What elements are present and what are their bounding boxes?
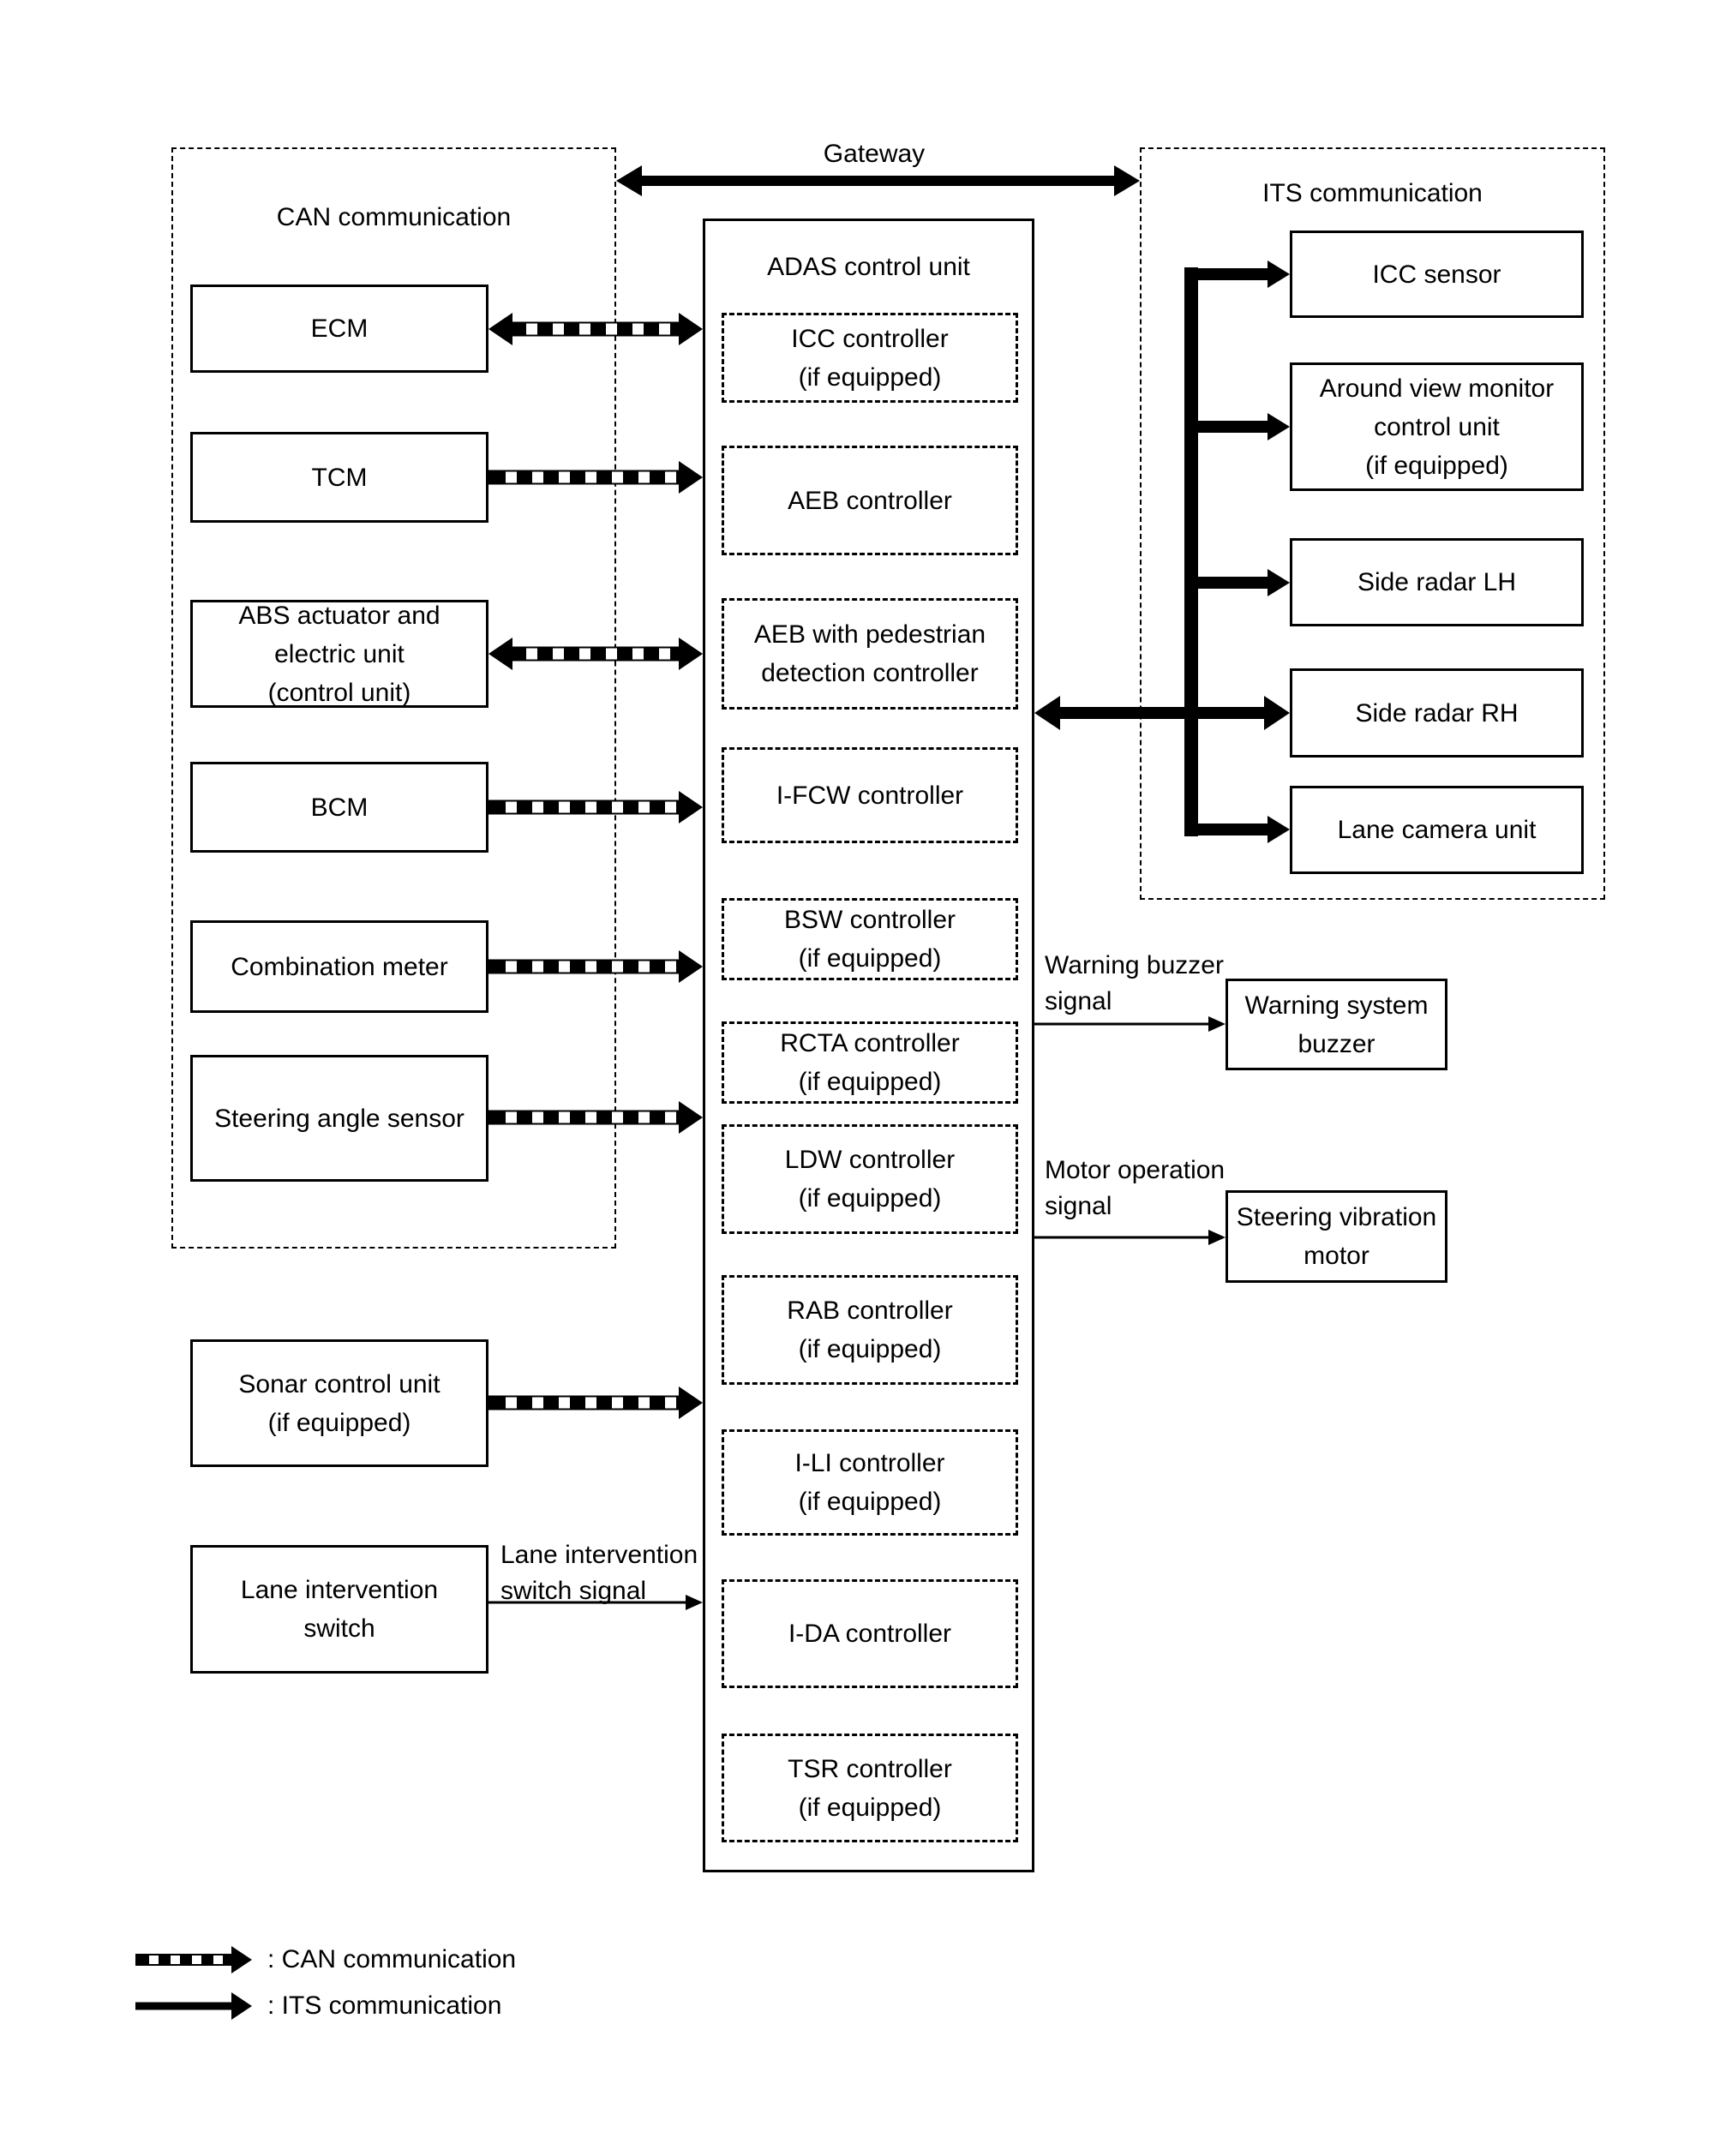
can-arrow-tcm	[488, 458, 703, 496]
can-communication-title: CAN communication	[276, 203, 512, 231]
adas-its-double-arrow	[1034, 694, 1290, 732]
warning-buzzer-signal-label: Warning buzzer signal	[1045, 951, 1224, 1015]
aeb-pedestrian-controller-box: AEB with pedestrian detection controller	[722, 598, 1018, 710]
can-arrow-bcm	[488, 788, 703, 826]
ldw-controller-box: LDW controller (if equipped)	[722, 1124, 1018, 1234]
its-communication-title: ITS communication	[1262, 179, 1483, 207]
its-arrow-lane-camera	[1184, 816, 1290, 843]
lane-intervention-switch-signal-arrow	[488, 1590, 703, 1614]
motor-operation-signal-label: Motor operation signal	[1045, 1156, 1226, 1220]
can-arrow-ecm	[488, 310, 703, 348]
lane-intervention-switch-signal-label: Lane intervention switch signal	[500, 1541, 698, 1605]
its-bus-line	[1184, 267, 1198, 836]
ecm-box: ECM	[190, 284, 488, 373]
can-communication-group	[171, 147, 616, 1249]
aeb-controller-box: AEB controller	[722, 446, 1018, 555]
can-arrow-sonar	[488, 1384, 703, 1422]
can-arrow-combination-meter	[488, 948, 703, 985]
its-arrow-side-radar-lh	[1184, 569, 1290, 596]
ili-controller-box: I-LI controller (if equipped)	[722, 1429, 1018, 1536]
its-arrow-around-view	[1184, 413, 1290, 440]
can-arrow-steering-angle-sensor	[488, 1099, 703, 1136]
gateway-its-double-arrow	[616, 162, 1140, 200]
combination-meter-box: Combination meter	[190, 920, 488, 1013]
lane-camera-unit-box: Lane camera unit	[1290, 786, 1584, 874]
sonar-control-unit-box: Sonar control unit (if equipped)	[190, 1339, 488, 1467]
warning-buzzer-signal-arrow	[1034, 1012, 1226, 1036]
side-radar-lh-box: Side radar LH	[1290, 538, 1584, 626]
tsr-controller-box: TSR controller (if equipped)	[722, 1734, 1018, 1842]
icc-controller-box: ICC controller (if equipped)	[722, 313, 1018, 403]
bsw-controller-box: BSW controller (if equipped)	[722, 898, 1018, 980]
legend-its-label: : ITS communication	[267, 1991, 502, 2020]
legend-its-arrow	[135, 1992, 252, 2020]
its-communication-group	[1140, 147, 1605, 900]
ida-controller-box: I-DA controller	[722, 1579, 1018, 1688]
legend-can-arrow	[135, 1946, 252, 1973]
around-view-monitor-box: Around view monitor control unit (if equ…	[1290, 362, 1584, 491]
adas-control-unit-title: ADAS control unit	[767, 253, 970, 281]
its-arrow-icc-sensor	[1184, 261, 1290, 288]
tcm-box: TCM	[190, 432, 488, 523]
side-radar-rh-box: Side radar RH	[1290, 668, 1584, 758]
lane-intervention-switch-box: Lane intervention switch	[190, 1545, 488, 1674]
steering-vibration-motor-box: Steering vibration motor	[1226, 1190, 1447, 1283]
icc-sensor-box: ICC sensor	[1290, 231, 1584, 318]
abs-actuator-box: ABS actuator and electric unit (control …	[190, 600, 488, 708]
legend-can-label: : CAN communication	[267, 1945, 517, 1973]
ifcw-controller-box: I-FCW controller	[722, 747, 1018, 843]
steering-angle-sensor-box: Steering angle sensor	[190, 1055, 488, 1182]
can-arrow-abs	[488, 635, 703, 673]
motor-operation-signal-arrow	[1034, 1225, 1226, 1249]
warning-system-buzzer-box: Warning system buzzer	[1226, 979, 1447, 1070]
gateway-label: Gateway	[823, 140, 926, 168]
bcm-box: BCM	[190, 762, 488, 853]
rab-controller-box: RAB controller (if equipped)	[722, 1275, 1018, 1385]
rcta-controller-box: RCTA controller (if equipped)	[722, 1021, 1018, 1104]
